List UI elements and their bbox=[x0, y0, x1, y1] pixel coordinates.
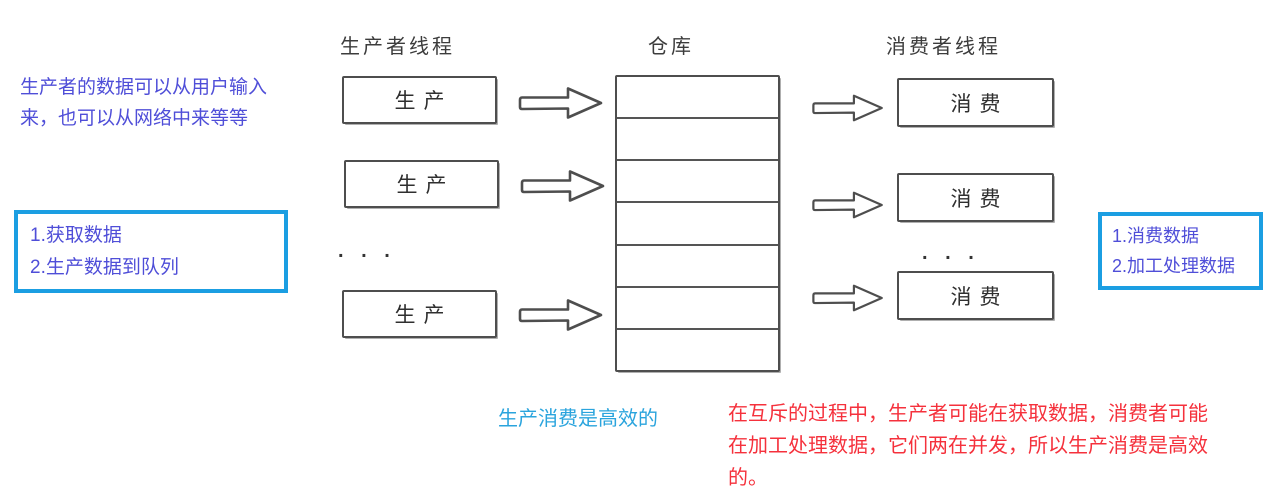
consumer-step-1: 1.消费数据 bbox=[1112, 226, 1200, 246]
warehouse-cell bbox=[617, 119, 778, 162]
warehouse-grid bbox=[615, 75, 780, 372]
warehouse-header: 仓库 bbox=[648, 36, 694, 58]
consumer-step-2: 2.加工处理数据 bbox=[1112, 256, 1236, 276]
producer-step-2: 2.生产数据到队列 bbox=[30, 257, 179, 278]
warehouse-cell bbox=[617, 330, 778, 370]
producer-data-note: 生产者的数据可以从用户输入 来，也可以从网络中来等等 bbox=[20, 72, 267, 134]
mutex-caption-line2: 在加工处理数据，它们两在并发，所以生产消费是高效 bbox=[728, 435, 1208, 457]
warehouse-cell bbox=[617, 77, 778, 120]
producer-box-3: 生产 bbox=[342, 290, 497, 338]
producer-box-2: 生产 bbox=[344, 160, 499, 208]
warehouse-cell bbox=[617, 161, 778, 204]
producer-data-note-line2: 来，也可以从网络中来等等 bbox=[20, 108, 249, 129]
warehouse-cell bbox=[617, 246, 778, 288]
warehouse-cell bbox=[617, 203, 778, 246]
consumer-arrow-1-icon bbox=[812, 94, 883, 122]
consumer-threads-header: 消费者线程 bbox=[886, 36, 1001, 58]
producer-threads-header: 生产者线程 bbox=[340, 36, 455, 58]
consumer-steps-callout: 1.消费数据 2.加工处理数据 bbox=[1098, 212, 1263, 290]
producer-ellipsis: . . . bbox=[338, 240, 396, 262]
consumer-box-1: 消费 bbox=[897, 78, 1054, 127]
mutex-caption-line1: 在互斥的过程中，生产者可能在获取数据，消费者可能 bbox=[728, 403, 1208, 425]
mutex-caption-line3: 的。 bbox=[728, 467, 768, 489]
producer-arrow-3-icon bbox=[518, 299, 603, 331]
warehouse-cell bbox=[617, 288, 778, 330]
consumer-arrow-2-icon bbox=[812, 191, 883, 219]
consumer-box-3: 消费 bbox=[897, 271, 1054, 320]
producer-steps-callout: 1.获取数据 2.生产数据到队列 bbox=[14, 210, 288, 293]
producer-arrow-2-icon bbox=[520, 170, 605, 202]
producer-step-1: 1.获取数据 bbox=[30, 225, 122, 246]
consumer-arrow-3-icon bbox=[812, 284, 883, 312]
producer-data-note-line1: 生产者的数据可以从用户输入 bbox=[20, 77, 268, 98]
mutex-caption: 在互斥的过程中，生产者可能在获取数据，消费者可能 在加工处理数据，它们两在并发，… bbox=[728, 398, 1208, 494]
efficiency-caption: 生产消费是高效的 bbox=[498, 408, 658, 430]
producer-arrow-1-icon bbox=[518, 87, 603, 119]
producer-box-1: 生产 bbox=[342, 76, 497, 124]
consumer-ellipsis: . . . bbox=[922, 242, 980, 264]
consumer-box-2: 消费 bbox=[897, 173, 1054, 222]
